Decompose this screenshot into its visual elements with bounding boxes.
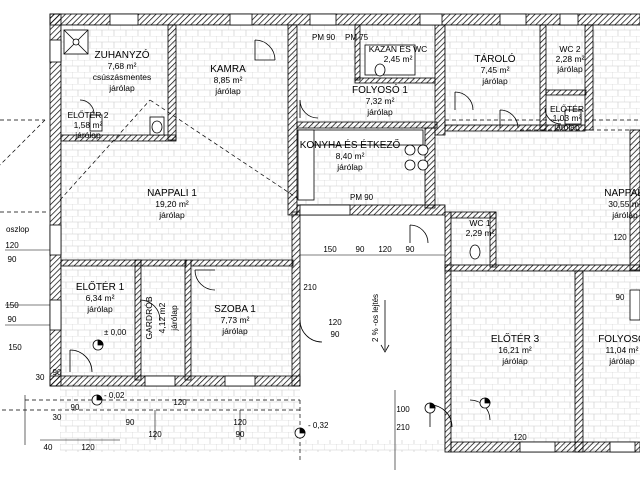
- dimension-value: 90: [53, 368, 62, 377]
- room-area: 2,28 m²: [556, 54, 585, 64]
- dimension-value: 90: [126, 418, 135, 427]
- dimension-value: 90: [406, 245, 415, 254]
- room-area: 8,40 m²: [336, 151, 365, 161]
- dimension-value: 40: [44, 443, 53, 452]
- dimension-value: 210: [396, 423, 410, 432]
- room-floor: járólap: [214, 86, 241, 96]
- room-area: 1,58 m²: [74, 120, 103, 130]
- room-name: WC 2: [559, 44, 581, 54]
- windows: [49, 13, 640, 453]
- room-floor: járólap: [158, 210, 185, 220]
- room-name: GARDRÓB: [144, 296, 154, 339]
- dimension-value: 90: [356, 245, 365, 254]
- dimension-value: 150: [8, 343, 22, 352]
- room-area: 7,68 m²: [108, 61, 137, 71]
- dimension-lines: [5, 249, 445, 470]
- dimension-value: 30: [36, 373, 45, 382]
- oszlop-label: oszlop: [6, 225, 30, 234]
- room-name: SZOBA 1: [214, 304, 256, 315]
- room-name: KAMRA: [210, 64, 246, 75]
- room-name: NAPPALI 1: [147, 188, 197, 199]
- room-labels: ZUHANYZÓ 7,68 m² csúszásmentes járólap K…: [67, 44, 640, 366]
- room-floor: járólap: [481, 76, 508, 86]
- room-name: ELŐTÉR 1: [76, 279, 125, 293]
- room-area: 4,12 m2: [157, 302, 167, 333]
- room-area: 7,45 m²: [481, 65, 510, 75]
- floor-tiles: [60, 22, 640, 452]
- room-name: ELŐTÉR 2: [67, 110, 108, 120]
- room-name: KAZÁN ÉS WC: [369, 44, 428, 54]
- room-floor: járólap: [608, 356, 635, 366]
- room-floor: csúszásmentes: [93, 72, 152, 82]
- room-floor: járólap: [108, 83, 135, 93]
- room-floor: járólap: [169, 305, 179, 332]
- dimension-value: 30: [53, 413, 62, 422]
- fixtures: [63, 29, 582, 260]
- room-floor: járólap: [86, 304, 113, 314]
- room-name: ELŐTÉR 3: [491, 331, 540, 345]
- dimension-value: 90: [71, 403, 80, 412]
- level-label: ± 0,00: [104, 328, 127, 337]
- dimension-value: 120: [513, 433, 527, 442]
- dimension-labels: 120 90 150 90 150 90 120 90 120 90 120 9…: [5, 233, 627, 452]
- dimension-value: 120: [328, 318, 342, 327]
- room-floor: járólap: [221, 326, 248, 336]
- dimension-value: 120: [233, 418, 247, 427]
- level-label: - 0,02: [104, 391, 125, 400]
- dimension-value: 90: [616, 293, 625, 302]
- room-floor: járólap: [366, 107, 393, 117]
- dimension-value: 120: [81, 443, 95, 452]
- room-area: 2,29 m²: [466, 228, 495, 238]
- dimension-value: 90: [8, 315, 17, 324]
- room-floor: járólap: [74, 130, 101, 140]
- dimension-value: 90: [236, 430, 245, 439]
- room-area: 30,55 m²: [608, 199, 640, 209]
- dimension-value: 90: [8, 255, 17, 264]
- level-markers: [91, 339, 491, 439]
- level-label: - 0,32: [308, 421, 329, 430]
- room-area: 2,45 m²: [384, 54, 413, 64]
- room-area: 8,85 m²: [214, 75, 243, 85]
- room-area: 16,21 m²: [498, 345, 532, 355]
- window-tag: PM 90: [350, 193, 374, 202]
- dimension-value: 120: [148, 430, 162, 439]
- room-name: KONYHA ÉS ÉTKEZŐ: [300, 137, 401, 151]
- room-name: ELŐTÉR: [550, 104, 584, 114]
- room-area: 6,34 m²: [86, 293, 115, 303]
- dimension-value: 120: [378, 245, 392, 254]
- room-area: 1,03 m²: [553, 113, 582, 123]
- doors: [69, 39, 562, 428]
- dimension-value: 210: [303, 283, 317, 292]
- window-tag: PM 90: [312, 33, 336, 42]
- room-floor: járólap: [336, 162, 363, 172]
- dimension-value: 120: [613, 233, 627, 242]
- dimension-value: 150: [323, 245, 337, 254]
- room-floor: járólap: [611, 210, 638, 220]
- room-area: 7,32 m²: [366, 96, 395, 106]
- dimension-value: 120: [5, 241, 19, 250]
- room-floor: járólap: [553, 122, 580, 132]
- dimension-value: 150: [5, 301, 19, 310]
- room-name: WC 1: [469, 218, 491, 228]
- room-area: 11,04 m²: [606, 345, 639, 355]
- room-name: FOLYOSÓ: [598, 332, 640, 345]
- room-name: NAPPALI: [604, 188, 640, 199]
- slope-arrow: [380, 300, 390, 353]
- room-name: TÁROLÓ: [474, 52, 515, 65]
- annotations: oszlop 2 % -os lejtés PM 90 PM 75 PM 90 …: [6, 33, 380, 430]
- room-area: 19,20 m²: [155, 199, 189, 209]
- room-name: FOLYOSÓ 1: [352, 83, 408, 96]
- dimension-value: 90: [331, 330, 340, 339]
- room-floor: járólap: [556, 64, 583, 74]
- dimension-value: 120: [173, 398, 187, 407]
- room-floor: járólap: [501, 356, 528, 366]
- room-name: ZUHANYZÓ: [95, 48, 150, 61]
- dimension-value: 100: [396, 405, 410, 414]
- slope-label: 2 % -os lejtés: [371, 294, 380, 342]
- window-tag: PM 75: [345, 33, 369, 42]
- room-area: 7,73 m²: [221, 315, 250, 325]
